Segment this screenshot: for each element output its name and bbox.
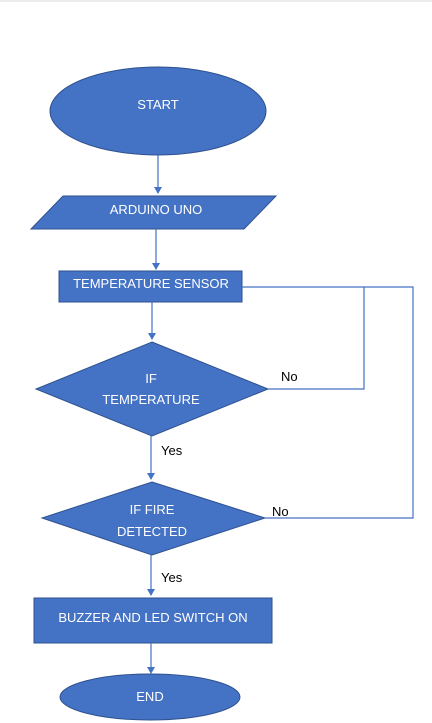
connector-fire-no-loop bbox=[265, 286, 414, 519]
temp-yes-label: Yes bbox=[161, 443, 183, 458]
arduino-label: ARDUINO UNO bbox=[110, 202, 202, 217]
temperature-decision-line2: TEMPERATURE bbox=[102, 392, 200, 407]
temperature-decision-line1: IF bbox=[145, 371, 157, 386]
buzzer-label: BUZZER AND LED SWITCH ON bbox=[58, 610, 247, 625]
fire-decision-node bbox=[40, 481, 267, 556]
buzzer-node bbox=[33, 597, 273, 644]
fire-decision-line2: DETECTED bbox=[117, 524, 187, 539]
start-label: START bbox=[137, 97, 178, 112]
end-node bbox=[59, 673, 241, 721]
fire-yes-label: Yes bbox=[161, 570, 183, 585]
temperature-decision-node bbox=[34, 341, 270, 437]
arduino-node bbox=[29, 195, 278, 230]
sensor-node bbox=[58, 270, 243, 303]
temp-no-label: No bbox=[281, 369, 298, 384]
fire-decision-line1: IF FIRE bbox=[130, 502, 175, 517]
fire-no-label: No bbox=[272, 504, 289, 519]
connector-temp-no-loop bbox=[242, 286, 365, 390]
sensor-label: TEMPERATURE SENSOR bbox=[73, 276, 229, 291]
end-label: END bbox=[136, 689, 163, 704]
